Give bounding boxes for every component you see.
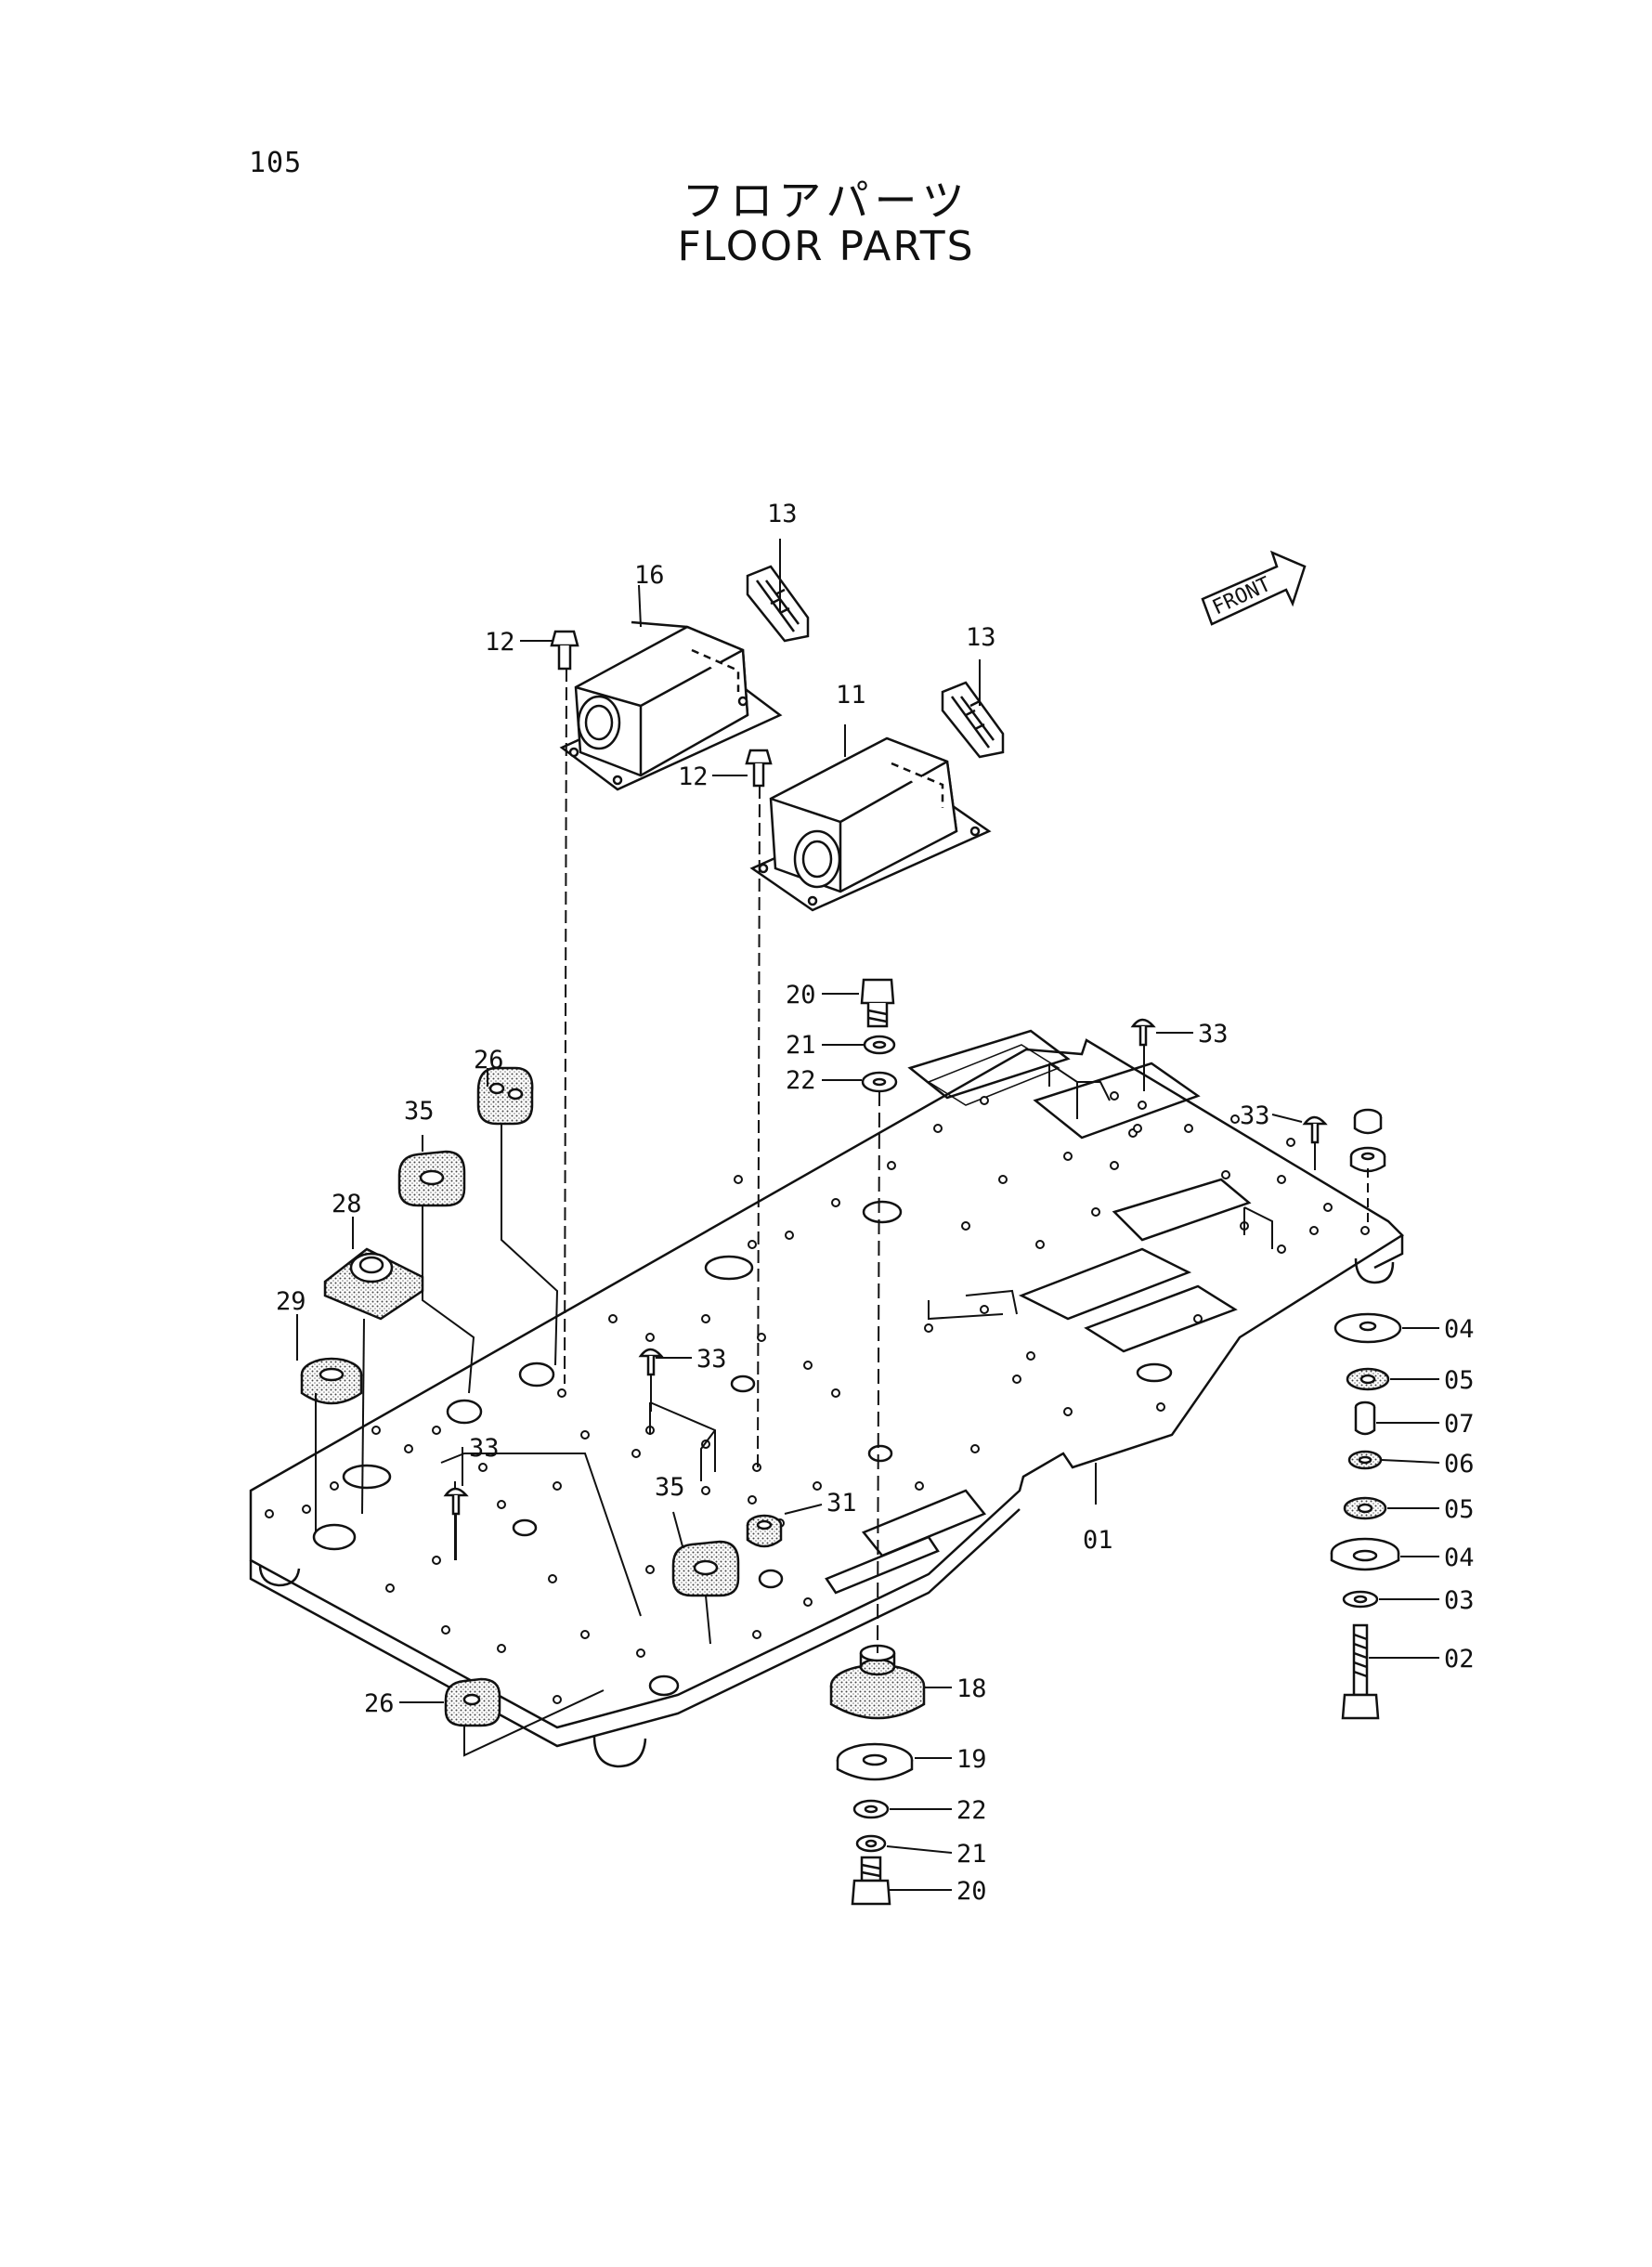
label-05-bottom: 05: [1444, 1495, 1475, 1524]
bolt-02: [1341, 1623, 1380, 1720]
label-33-top: 33: [1198, 1020, 1229, 1049]
part-labels: 13 16 12 13 11 12 20 21 22 33 33 26 35 2…: [276, 500, 1475, 1906]
leader-lines: [296, 539, 1440, 1891]
label-20-top: 20: [786, 981, 816, 1010]
nut-top-right: [1353, 1108, 1383, 1135]
bolt-12-lower: [745, 749, 773, 788]
washer-04-bottom: [1330, 1537, 1400, 1571]
label-33-right: 33: [1240, 1101, 1270, 1130]
pad-26-bottom: [444, 1677, 501, 1727]
washer-04-top: [1333, 1312, 1402, 1344]
washer-03: [1342, 1590, 1379, 1609]
grommet-31: [746, 1514, 783, 1548]
label-03: 03: [1444, 1586, 1475, 1615]
label-02: 02: [1444, 1645, 1475, 1674]
label-29: 29: [276, 1287, 306, 1316]
screw-33-top: [1130, 1018, 1156, 1047]
label-04-bottom: 04: [1444, 1544, 1475, 1572]
plate-19: [836, 1742, 914, 1781]
washer-22-bottom: [852, 1799, 890, 1819]
label-11: 11: [836, 681, 866, 710]
page-number: 105: [249, 147, 303, 179]
label-12-lower: 12: [678, 762, 709, 791]
label-07: 07: [1444, 1410, 1475, 1439]
control-box-16: [559, 620, 783, 791]
bolt-20-bottom: [851, 1856, 891, 1906]
collar-07: [1354, 1401, 1376, 1436]
label-12-upper: 12: [485, 628, 515, 657]
label-33-mid: 33: [696, 1345, 727, 1374]
pad-35-top: [397, 1150, 466, 1207]
label-04-top: 04: [1444, 1315, 1475, 1344]
label-16: 16: [634, 561, 665, 590]
label-35-mid: 35: [655, 1473, 685, 1502]
label-22-bottom: 22: [956, 1796, 987, 1825]
screw-33-right: [1302, 1115, 1328, 1144]
floor-plate: [249, 1029, 1404, 1768]
title-japanese: フロアパーツ: [682, 176, 970, 226]
lock-washer-21-bottom: [855, 1834, 887, 1853]
label-28: 28: [332, 1190, 362, 1218]
label-01: 01: [1083, 1526, 1113, 1555]
front-arrow: FRONT: [1201, 550, 1307, 626]
pad-35-mid: [671, 1540, 740, 1597]
label-20-bottom: 20: [956, 1877, 987, 1906]
label-13-lower: 13: [966, 623, 996, 652]
label-35-top: 35: [404, 1097, 435, 1126]
pad-26-top: [476, 1066, 534, 1126]
label-21-bottom: 21: [956, 1840, 987, 1869]
lock-washer-21-top: [863, 1035, 896, 1055]
washer-22-top: [861, 1071, 898, 1093]
label-19: 19: [956, 1745, 987, 1774]
label-26-bottom: 26: [364, 1689, 395, 1718]
label-31: 31: [826, 1489, 857, 1518]
pad-29: [300, 1357, 363, 1405]
label-05-top: 05: [1444, 1366, 1475, 1395]
connector-13-lower: [941, 681, 1005, 759]
label-21-top: 21: [786, 1031, 816, 1060]
pad-28: [323, 1247, 424, 1321]
label-18: 18: [956, 1674, 987, 1703]
label-22-top: 22: [786, 1066, 816, 1095]
screw-33-mid: [638, 1348, 664, 1376]
damper-18: [829, 1644, 926, 1720]
label-33-left: 33: [469, 1434, 500, 1463]
assembly-lines: [315, 668, 1369, 1757]
bolt-20-top: [860, 978, 895, 1028]
label-06: 06: [1444, 1450, 1475, 1479]
bushing-06: [1347, 1450, 1383, 1470]
bushing-05-top: [1346, 1367, 1390, 1391]
washer-top-right: [1349, 1146, 1386, 1173]
label-26-top: 26: [474, 1046, 504, 1075]
control-box-11: [749, 736, 992, 912]
front-arrow-label: FRONT: [1209, 573, 1275, 620]
bushing-05-bottom: [1343, 1496, 1387, 1520]
screw-33-left: [443, 1487, 469, 1516]
title-english: FLOOR PARTS: [677, 223, 975, 270]
connector-13-upper: [746, 565, 810, 643]
label-13-upper: 13: [767, 500, 798, 528]
bolt-12-upper: [550, 630, 579, 671]
